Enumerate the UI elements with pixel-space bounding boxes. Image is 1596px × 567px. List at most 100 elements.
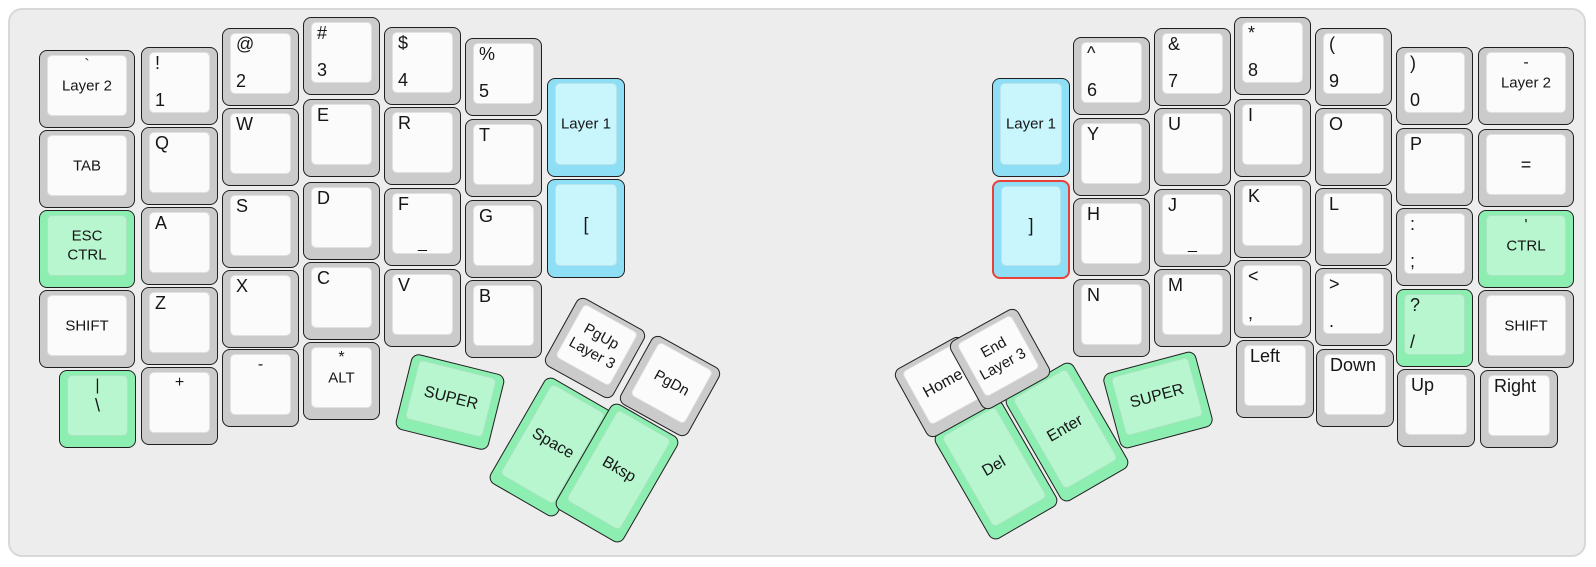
key-r[interactable]: R bbox=[384, 107, 461, 185]
key-y[interactable]: Y bbox=[1073, 118, 1150, 196]
key-minus-left[interactable]: - bbox=[222, 349, 299, 427]
key-shift-right[interactable]: SHIFT bbox=[1478, 290, 1574, 368]
key-star-8[interactable]: *8 bbox=[1234, 17, 1311, 95]
key-t[interactable]: T bbox=[465, 119, 542, 197]
key-label-tl: U bbox=[1168, 114, 1181, 134]
key-j[interactable]: J_ bbox=[1154, 189, 1231, 267]
key-lt-comma[interactable]: <, bbox=[1234, 260, 1311, 338]
key-arrow-down[interactable]: Down bbox=[1316, 349, 1394, 427]
key-c[interactable]: C bbox=[303, 262, 380, 340]
key-question-slash[interactable]: ?/ bbox=[1396, 289, 1473, 367]
key-paren-0[interactable]: )0 bbox=[1396, 47, 1473, 125]
key-backtick-layer2[interactable]: `Layer 2 bbox=[39, 50, 135, 128]
key-label-bl: / bbox=[1410, 332, 1416, 353]
keycap-top: @2 bbox=[230, 33, 291, 94]
key-e[interactable]: E bbox=[303, 99, 380, 177]
key-q[interactable]: Q bbox=[141, 127, 218, 205]
key-pipe-backslash[interactable]: |\ bbox=[59, 370, 136, 448]
key-equals[interactable]: = bbox=[1478, 129, 1574, 207]
key-label-bl: 8 bbox=[1248, 60, 1259, 81]
key-lbracket[interactable]: [ bbox=[547, 179, 625, 278]
keycap-top: !1 bbox=[149, 52, 210, 113]
keycap-top: A bbox=[149, 212, 210, 273]
key-layer1-right[interactable]: Layer 1 bbox=[992, 78, 1070, 177]
key-f[interactable]: F_ bbox=[384, 188, 461, 266]
key-a[interactable]: A bbox=[141, 207, 218, 285]
key-arrow-left[interactable]: Left bbox=[1236, 340, 1314, 418]
keycap-top: + bbox=[149, 372, 210, 433]
key-label-tl: E bbox=[317, 105, 330, 125]
key-u[interactable]: U bbox=[1154, 108, 1231, 186]
keycap-top: U bbox=[1162, 113, 1223, 174]
keycap-top: C bbox=[311, 267, 372, 328]
key-esc-ctrl[interactable]: ESC CTRL bbox=[39, 210, 135, 288]
key-z[interactable]: Z bbox=[141, 287, 218, 365]
key-arrow-right[interactable]: Right bbox=[1480, 370, 1558, 448]
key-amp-7[interactable]: &7 bbox=[1154, 28, 1231, 106]
key-p[interactable]: P bbox=[1396, 128, 1473, 206]
key-label-bl: 7 bbox=[1168, 71, 1179, 92]
key-tab[interactable]: TAB bbox=[39, 130, 135, 208]
key-o[interactable]: O bbox=[1315, 108, 1392, 186]
key-label-c: SUPER bbox=[1128, 380, 1186, 412]
key-k[interactable]: K bbox=[1234, 180, 1311, 258]
keycap-top: %5 bbox=[473, 43, 534, 104]
key-m[interactable]: M bbox=[1154, 269, 1231, 347]
keycap-top: Right bbox=[1488, 375, 1550, 436]
key-label-tl: L bbox=[1329, 194, 1340, 214]
key-label-tc: ' bbox=[1524, 217, 1528, 234]
key-s[interactable]: S bbox=[222, 190, 299, 268]
key-colon-semicolon[interactable]: :; bbox=[1396, 208, 1473, 286]
key-star-alt[interactable]: *ALT bbox=[303, 342, 380, 420]
key-label-tc: - bbox=[1523, 54, 1529, 71]
key-label-c: Bksp bbox=[599, 452, 639, 486]
key-label-tl: J bbox=[1168, 195, 1177, 215]
key-label-tl: W bbox=[236, 114, 253, 134]
keycap-top: T bbox=[473, 124, 534, 185]
key-h[interactable]: H bbox=[1073, 198, 1150, 276]
key-l[interactable]: L bbox=[1315, 188, 1392, 266]
key-plus[interactable]: + bbox=[141, 367, 218, 445]
key-label-tl: V bbox=[398, 275, 411, 295]
keycap-top: SUPER bbox=[1110, 356, 1204, 437]
key-shift-left[interactable]: SHIFT bbox=[39, 290, 135, 368]
keycap-top: &7 bbox=[1162, 33, 1223, 94]
key-b[interactable]: B bbox=[465, 280, 542, 358]
key-gt-period[interactable]: >. bbox=[1315, 268, 1392, 346]
key-caret-6[interactable]: ^6 bbox=[1073, 37, 1150, 115]
key-paren-9[interactable]: (9 bbox=[1315, 28, 1392, 106]
key-dollar-4[interactable]: $4 bbox=[384, 27, 461, 105]
key-rbracket[interactable]: ] bbox=[992, 180, 1070, 279]
key-hash-3[interactable]: #3 bbox=[303, 17, 380, 95]
key-label-bl: 3 bbox=[317, 60, 328, 81]
key-v[interactable]: V bbox=[384, 269, 461, 347]
key-minus-layer2[interactable]: -Layer 2 bbox=[1478, 47, 1574, 125]
keycap-top: $4 bbox=[392, 32, 453, 93]
key-label-tl: ! bbox=[155, 53, 161, 73]
key-arrow-up[interactable]: Up bbox=[1397, 369, 1475, 447]
keycap-top: Layer 1 bbox=[1000, 83, 1062, 165]
key-label-tl: R bbox=[398, 113, 411, 133]
key-label-tl: ( bbox=[1329, 34, 1335, 54]
key-w[interactable]: W bbox=[222, 108, 299, 186]
key-at-2[interactable]: @2 bbox=[222, 28, 299, 106]
keycap-top: H bbox=[1081, 203, 1142, 264]
key-percent-5[interactable]: %5 bbox=[465, 38, 542, 116]
key-label-tl: & bbox=[1168, 34, 1181, 54]
key-i[interactable]: I bbox=[1234, 99, 1311, 177]
key-n[interactable]: N bbox=[1073, 279, 1150, 357]
key-label-tl: % bbox=[479, 44, 496, 64]
key-exclam-1[interactable]: !1 bbox=[141, 47, 218, 125]
key-label-c: Del bbox=[979, 452, 1009, 480]
keycap-top: *8 bbox=[1242, 22, 1303, 83]
key-layer1-left[interactable]: Layer 1 bbox=[547, 78, 625, 177]
keycap-top: (9 bbox=[1323, 33, 1384, 94]
key-quote-ctrl[interactable]: 'CTRL bbox=[1478, 210, 1574, 288]
keycap-top: Z bbox=[149, 292, 210, 353]
key-label-c: TAB bbox=[72, 156, 102, 174]
key-label-bl: . bbox=[1329, 311, 1335, 332]
key-d[interactable]: D bbox=[303, 182, 380, 260]
key-g[interactable]: G bbox=[465, 200, 542, 278]
keycap-top: -Layer 2 bbox=[1486, 52, 1566, 113]
key-x[interactable]: X bbox=[222, 270, 299, 348]
